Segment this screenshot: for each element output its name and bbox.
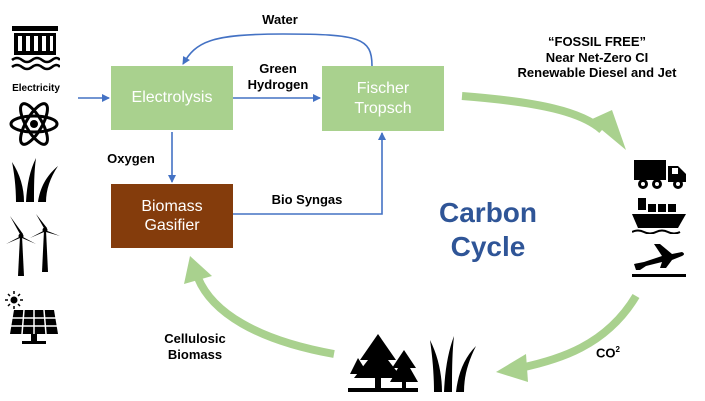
electricity-label: Electricity xyxy=(12,83,60,94)
bio-syngas-label: Bio Syngas xyxy=(271,192,343,207)
cellulosic-biomass-label: Cellulosic Biomass xyxy=(150,331,240,362)
cycle-arrow-to-gasifier xyxy=(184,256,335,358)
fischer-tropsch-node: Fischer Tropsch xyxy=(322,66,444,131)
grass-icon xyxy=(430,336,476,392)
carbon-cycle-line2: Cycle xyxy=(450,230,526,262)
oxygen-label: Oxygen xyxy=(107,151,155,166)
cycle-arrow-to-vehicles xyxy=(461,92,626,150)
co2-label: CO2 xyxy=(588,345,628,361)
cycle-arrow-to-plants xyxy=(496,293,640,382)
grass-icon xyxy=(12,158,58,202)
airplane-icon xyxy=(632,244,686,277)
green-hydrogen-line1: Green xyxy=(259,61,297,76)
water-label: Water xyxy=(262,12,298,27)
fischer-tropsch-label-line1: Fischer xyxy=(356,80,410,98)
headline-line2: Near Net-Zero CI xyxy=(545,49,649,65)
ship-icon xyxy=(632,198,686,234)
green-hydrogen-label: Green Hydrogen xyxy=(238,61,318,92)
carbon-cycle-line1: Carbon xyxy=(439,197,537,228)
product-headline: “FOSSIL FREE” Near Net-Zero CI Renewable… xyxy=(492,34,702,81)
solar-panel-icon xyxy=(5,291,58,344)
truck-icon xyxy=(634,160,686,189)
hydro-dam-icon xyxy=(11,26,60,71)
atom-icon xyxy=(9,102,59,146)
electrolysis-node: Electrolysis xyxy=(111,66,233,130)
carbon-cycle-title: Carbon Cycle xyxy=(418,196,558,263)
cellulosic-line1: Cellulosic xyxy=(164,331,226,346)
biomass-gasifier-node: Biomass Gasifier xyxy=(111,184,233,248)
water-loop-arrow xyxy=(182,33,373,67)
headline-line3: Renewable Diesel and Jet xyxy=(517,65,677,81)
fischer-tropsch-label-line2: Tropsch xyxy=(354,99,412,117)
trees-icon xyxy=(348,334,418,392)
electrolysis-label: Electrolysis xyxy=(131,89,213,107)
biomass-gasifier-label-line2: Gasifier xyxy=(144,217,200,234)
co2-sub: 2 xyxy=(615,345,620,354)
wind-turbine-icon xyxy=(6,214,60,276)
green-hydrogen-line2: Hydrogen xyxy=(247,76,309,92)
biomass-gasifier-label-line1: Biomass xyxy=(141,197,203,215)
cellulosic-line2: Biomass xyxy=(167,346,223,362)
headline-line1: “FOSSIL FREE” xyxy=(548,34,646,49)
co2-base: CO xyxy=(596,345,616,361)
syngas-arrow xyxy=(233,132,386,215)
